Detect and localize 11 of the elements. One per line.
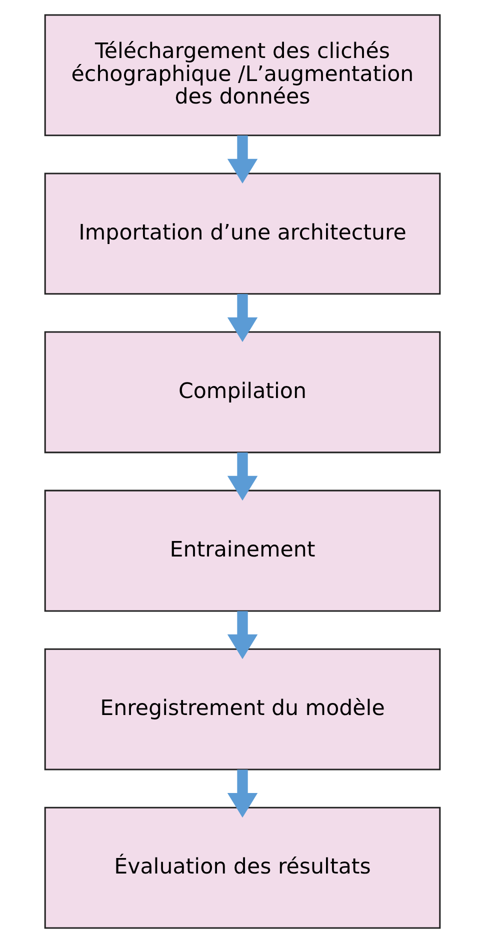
- node-box: Téléchargement des clichés échographique /L’augmentation des données: [44, 14, 441, 136]
- node-box: Évaluation des résultats: [44, 806, 441, 929]
- node-box: Enregistrement du modèle: [44, 648, 441, 770]
- arrow: [227, 452, 258, 501]
- arrow: [227, 611, 258, 660]
- node-box: Entrainement: [44, 490, 441, 612]
- node-box: Compilation: [44, 331, 441, 454]
- arrow: [227, 294, 258, 342]
- arrow: [227, 770, 258, 818]
- node-box: Importation d’une architecture: [44, 172, 441, 295]
- arrow: [227, 135, 258, 184]
